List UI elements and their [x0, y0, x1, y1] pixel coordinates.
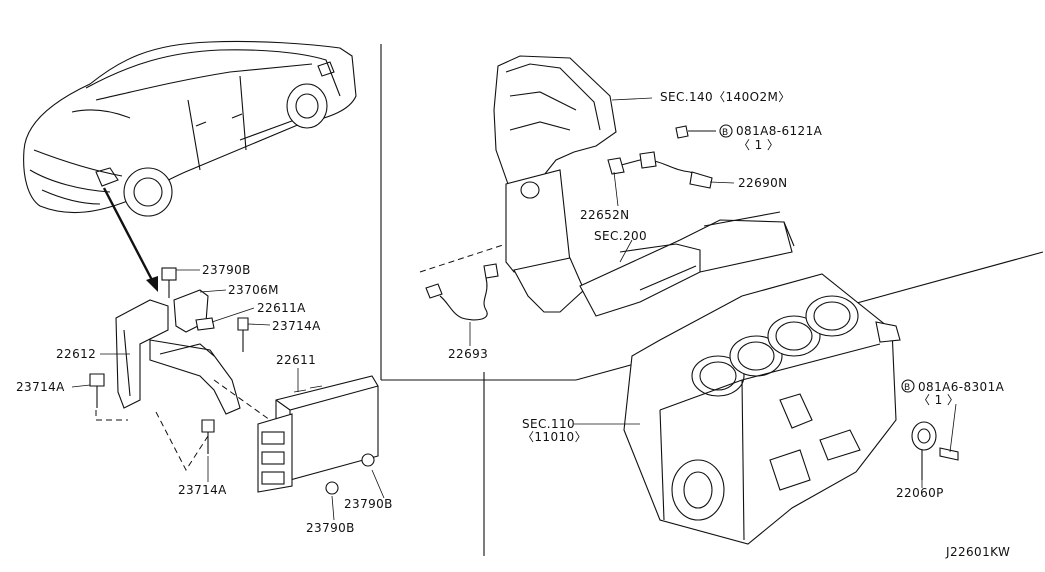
label-22611a: 22611A	[257, 301, 306, 315]
label-23790b-top: 23790B	[202, 263, 251, 277]
label-bolt2-code: 081A6-8301A	[918, 380, 1005, 394]
bolt-symbol-2: B	[904, 383, 911, 393]
leader-lines	[71, 97, 957, 521]
label-sec110-sub: 〈11010〉	[522, 430, 587, 444]
part-labels: 23790B 23706M 22611A 23714A 22612 23714A…	[16, 90, 1010, 559]
label-23790b-bottom: 23790B	[306, 521, 355, 535]
ecm-unit	[213, 375, 379, 495]
label-23714a-left: 23714A	[16, 380, 65, 394]
label-22611: 22611	[276, 353, 316, 367]
label-bolt1-code: 081A8-6121A	[736, 124, 823, 138]
label-23714a-right: 23714A	[272, 319, 321, 333]
ecm-bracket	[89, 267, 249, 471]
label-sec110: SEC.110	[522, 417, 575, 431]
label-bolt2-qty: 〈 1 〉	[918, 393, 959, 407]
label-22652n: 22652N	[580, 208, 630, 222]
label-23714a-bottom: 23714A	[178, 483, 227, 497]
vehicle-illustration	[23, 40, 357, 217]
label-sec200: SEC.200	[594, 229, 647, 243]
label-23790b-right: 23790B	[344, 497, 393, 511]
location-arrow	[102, 187, 158, 292]
label-22690n: 22690N	[738, 176, 788, 190]
sensor-22690n	[607, 125, 716, 189]
label-22612: 22612	[56, 347, 96, 361]
exhaust-manifold	[493, 55, 795, 317]
sensor-22693	[419, 243, 507, 321]
label-sec140: SEC.140〈140O2M〉	[660, 90, 791, 104]
label-bolt1-qty: 〈 1 〉	[738, 138, 779, 152]
label-23706m: 23706M	[228, 283, 279, 297]
label-22060p: 22060P	[896, 486, 944, 500]
sensor-22060p	[911, 421, 959, 480]
label-22693: 22693	[448, 347, 488, 361]
engine-block	[623, 273, 901, 545]
bolt-symbol-1: B	[722, 128, 729, 138]
diagram-id: J22601KW	[945, 545, 1010, 559]
